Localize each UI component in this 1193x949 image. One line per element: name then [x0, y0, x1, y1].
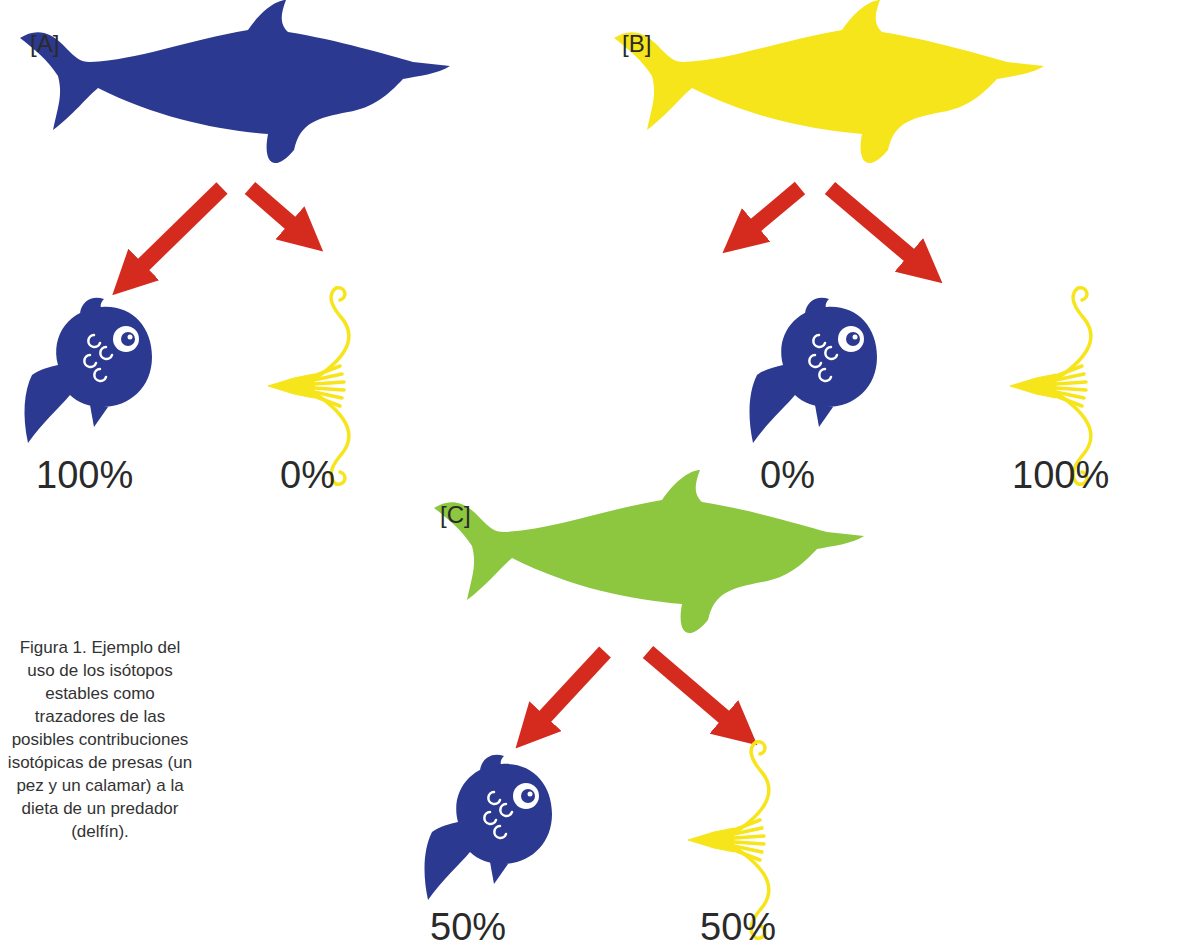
figure-caption: Figura 1. Ejemplo del uso de los isótopo… — [6, 637, 194, 843]
percentage: 0% — [760, 456, 815, 494]
percentage: 50% — [700, 908, 776, 946]
panel-letter: [C] — [440, 503, 471, 527]
percentage: 100% — [1012, 456, 1109, 494]
panel-letter: [B] — [622, 32, 651, 56]
panel-letter: [A] — [30, 32, 59, 56]
percentage: 100% — [36, 456, 133, 494]
percentage: 50% — [430, 908, 506, 946]
percentage: 0% — [280, 456, 335, 494]
